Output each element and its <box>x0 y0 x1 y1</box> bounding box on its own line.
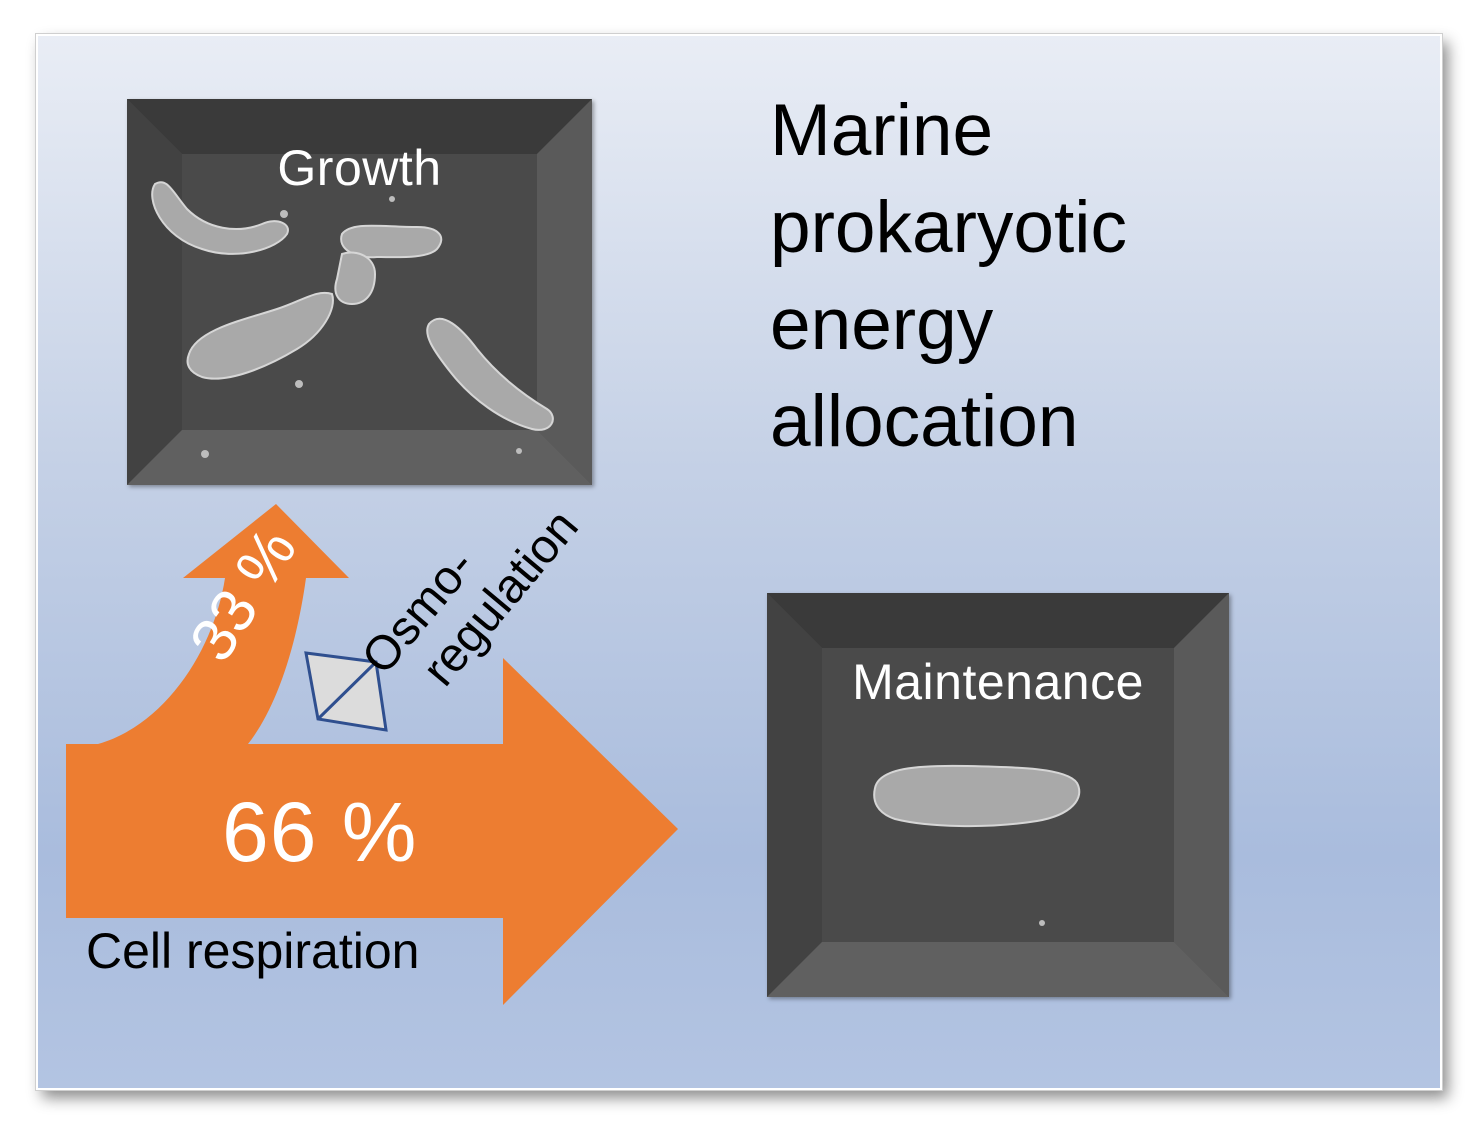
branch-arrow <box>98 504 349 744</box>
title-line: allocation <box>770 381 1079 462</box>
figure-title: Marine prokaryotic energy allocation <box>770 82 1127 470</box>
title-line: Marine <box>770 90 994 171</box>
main-arrow-percent: 66 % <box>222 785 418 879</box>
maintenance-bacterium <box>873 764 1081 828</box>
title-line: energy <box>770 284 994 365</box>
maintenance-panel: Maintenance <box>767 593 1229 997</box>
growth-micrograph <box>127 99 592 485</box>
main-arrow <box>66 658 678 1005</box>
osmoregulation-icon <box>304 651 388 732</box>
cell-respiration-label: Cell respiration <box>86 923 420 979</box>
maintenance-micrograph <box>767 593 1229 997</box>
growth-bacteria <box>151 181 554 431</box>
maintenance-label: Maintenance <box>852 654 1144 710</box>
growth-label: Growth <box>277 140 442 196</box>
title-line: prokaryotic <box>770 187 1128 268</box>
growth-panel: Growth <box>127 99 592 485</box>
